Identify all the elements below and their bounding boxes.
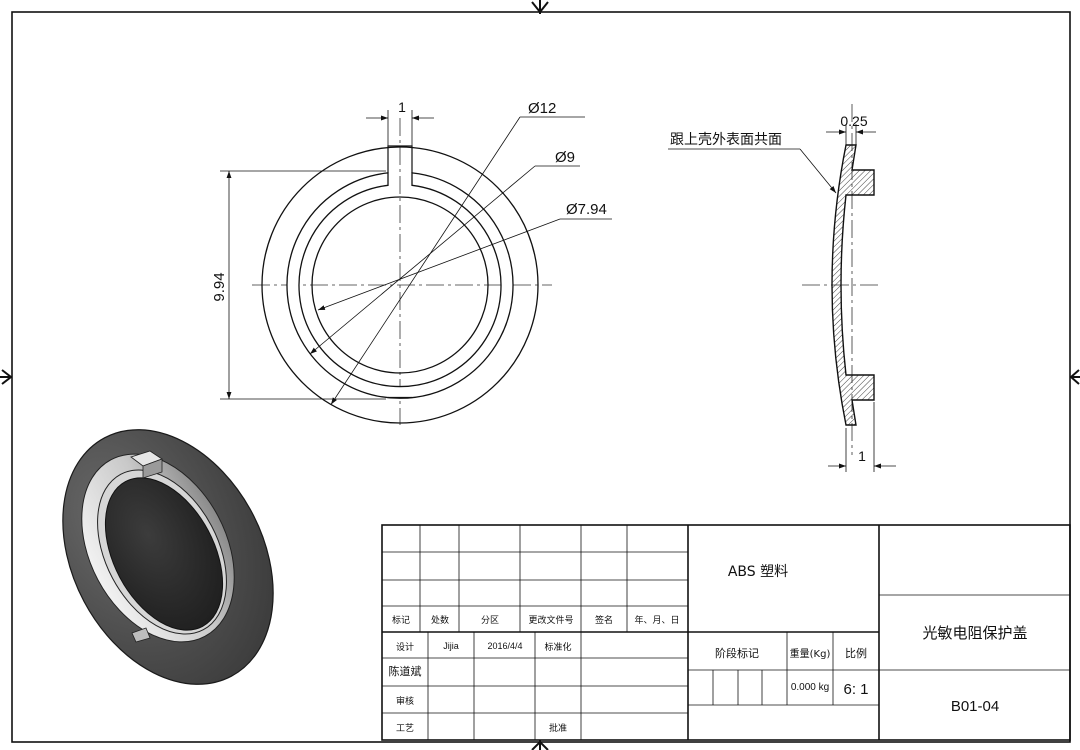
design-date: 2016/4/4 bbox=[487, 641, 522, 651]
top-key-tab bbox=[387, 145, 413, 173]
title-block bbox=[381, 524, 1071, 741]
rev-header-doc-no: 更改文件号 bbox=[528, 614, 573, 626]
dim-overall-height-label: 9.94 bbox=[211, 272, 228, 301]
rev-header-signature: 签名 bbox=[595, 614, 613, 626]
annotation-flush: 跟上壳外表面共面 bbox=[668, 131, 837, 194]
approve-label: 批准 bbox=[549, 722, 567, 734]
isometric-render bbox=[62, 429, 274, 685]
center-mark-left bbox=[0, 369, 13, 385]
dim-inner-diameter-label: Ø9 bbox=[555, 149, 575, 166]
standardization-label: 标准化 bbox=[544, 641, 571, 653]
center-mark-right bbox=[1069, 369, 1080, 385]
dim-inner-diameter: Ø9 bbox=[309, 149, 580, 355]
designer-name: Jijia bbox=[443, 641, 459, 651]
dim-outer-diameter-label: Ø12 bbox=[528, 100, 556, 117]
iso-bore-face bbox=[104, 477, 224, 631]
scale-value: 6: 1 bbox=[843, 681, 868, 698]
dim-thickness: 0.25 bbox=[826, 113, 876, 145]
dim-slot-width-label: 1 bbox=[398, 99, 406, 115]
drawing-number: B01-04 bbox=[951, 698, 999, 715]
section-profile bbox=[831, 144, 875, 426]
part-name: 光敏电阻保护盖 bbox=[922, 624, 1027, 642]
center-mark-top bbox=[531, 0, 549, 14]
rev-header-zone: 分区 bbox=[481, 615, 499, 626]
outer-circle bbox=[261, 146, 539, 424]
side-section-view bbox=[802, 104, 880, 455]
process-label: 工艺 bbox=[396, 723, 414, 734]
iso-bottom-tab bbox=[131, 627, 151, 643]
review-label: 审核 bbox=[396, 695, 414, 707]
dim-bore-diameter: Ø7.94 bbox=[317, 201, 612, 311]
stage-label: 阶段标记 bbox=[715, 646, 759, 660]
checker-name: 陈道斌 bbox=[389, 664, 422, 678]
design-label: 设计 bbox=[396, 641, 414, 653]
material-label: ABS 塑料 bbox=[728, 564, 788, 580]
center-mark-bottom bbox=[531, 740, 549, 750]
lip-ring bbox=[286, 172, 514, 399]
scale-label: 比例 bbox=[845, 646, 867, 660]
rev-header-count: 处数 bbox=[431, 614, 449, 626]
bore-circle bbox=[311, 196, 489, 374]
rev-header-date: 年、月、日 bbox=[634, 614, 679, 626]
dim-thickness-label: 0.25 bbox=[840, 113, 867, 129]
front-view bbox=[252, 118, 552, 425]
dim-outer-diameter: Ø12 bbox=[330, 100, 585, 405]
iso-top-tab-side bbox=[142, 458, 163, 479]
annotation-flush-label: 跟上壳外表面共面 bbox=[670, 131, 782, 148]
dim-overall-height: 9.94 bbox=[211, 170, 386, 400]
weight-value: 0.000 kg bbox=[791, 682, 829, 693]
dim-side-width: 1 bbox=[828, 402, 896, 472]
dim-slot-width: 1 bbox=[366, 99, 434, 146]
rev-header-mark: 标记 bbox=[392, 614, 410, 626]
dim-bore-diameter-label: Ø7.94 bbox=[566, 201, 607, 218]
dim-side-width-label: 1 bbox=[858, 448, 866, 464]
weight-label: 重量(Kg) bbox=[790, 647, 831, 660]
